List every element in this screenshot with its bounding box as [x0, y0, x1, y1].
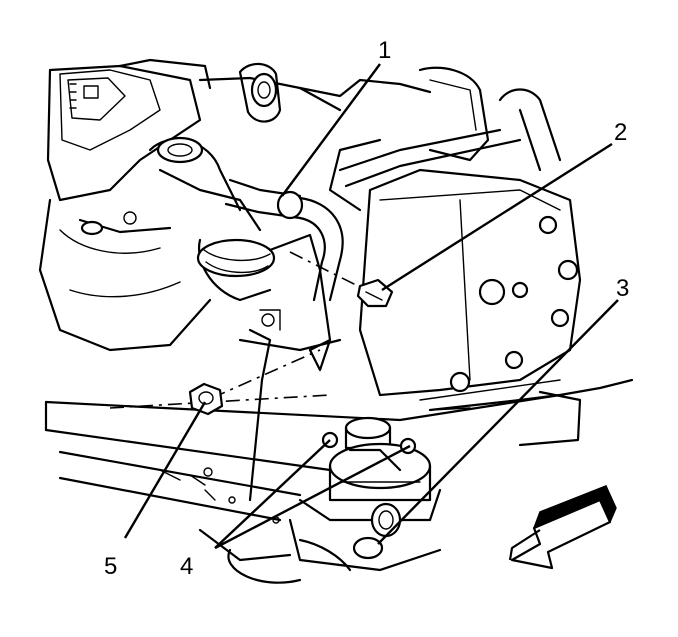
leader-line-3: [377, 299, 619, 545]
pump-bracket: [238, 233, 342, 502]
callout-4: 4: [180, 553, 193, 580]
leader-line-4b: [214, 444, 411, 550]
callout-labels: 1 2 3 4 5: [104, 37, 629, 580]
air-inlet-hose: [78, 136, 276, 302]
leader-line-2: [381, 142, 613, 292]
callout-2: 2: [614, 119, 627, 146]
subframe-rails: [44, 378, 634, 562]
bracket-bolt: [289, 251, 394, 308]
leader-lines: [123, 63, 619, 550]
callout-3: 3: [616, 275, 629, 302]
engine-assembly: [38, 58, 490, 352]
leader-line-5: [123, 401, 207, 539]
callout-1: 1: [378, 37, 391, 64]
bracket-nut: [188, 349, 321, 416]
leader-line-1: [281, 63, 381, 197]
front-direction-arrow-icon: [508, 485, 617, 570]
leader-line-4a: [214, 439, 331, 549]
secondary-air-hose: [224, 178, 344, 302]
air-pipe: [328, 88, 562, 212]
transaxle-housing: [358, 168, 582, 411]
callout-5: 5: [104, 553, 117, 580]
